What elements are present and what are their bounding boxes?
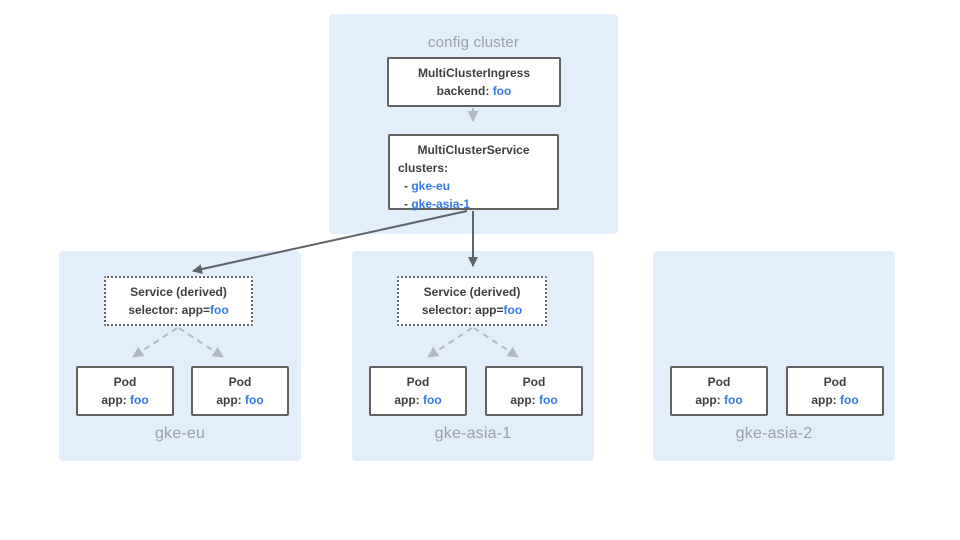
gke-eu-label: gke-eu: [154, 425, 206, 442]
gke-asia-2-pod-1: Pod app: foo: [670, 366, 768, 416]
gke-asia-1-pod-2: Pod app: foo: [485, 366, 583, 416]
cluster-entry: - gke-asia-1: [398, 195, 549, 213]
pod-app-line: app: foo: [510, 391, 557, 409]
app-label: app:: [695, 393, 721, 407]
gke-asia-1-pod-1: Pod app: foo: [369, 366, 467, 416]
selector-label: selector: app=: [128, 303, 211, 317]
pod-app-line: app: foo: [394, 391, 441, 409]
derived-service-title: Service (derived): [130, 285, 227, 299]
app-label: app:: [510, 393, 536, 407]
multiclusterservice-title: MultiClusterService: [417, 143, 530, 157]
gke-asia-1-label: gke-asia-1: [434, 425, 512, 442]
gke-eu-pod-1: Pod app: foo: [76, 366, 174, 416]
pod-title: Pod: [823, 375, 847, 389]
app-label: app:: [394, 393, 420, 407]
gke-asia-1-derived-service-node: Service (derived) selector: app=foo: [397, 276, 547, 326]
app-label: app:: [216, 393, 242, 407]
selector-value: foo: [210, 303, 229, 317]
gke-asia-2-pod-2: Pod app: foo: [786, 366, 884, 416]
app-label: app:: [101, 393, 127, 407]
app-value: foo: [245, 393, 264, 407]
pod-title: Pod: [406, 375, 430, 389]
multiclusteringress-backend-line: backend: foo: [437, 82, 512, 100]
pod-title: Pod: [707, 375, 731, 389]
derived-service-title: Service (derived): [423, 285, 521, 299]
entry-name: gke-asia-1: [411, 197, 471, 211]
selector-label: selector: app=: [421, 303, 504, 317]
app-value: foo: [423, 393, 442, 407]
gke-eu-pod-2: Pod app: foo: [191, 366, 289, 416]
config-cluster-panel: config cluster MultiClusterIngress backe…: [329, 14, 618, 234]
pod-title: Pod: [113, 375, 137, 389]
gke-asia-2-label: gke-asia-2: [735, 425, 813, 442]
gke-asia-1-panel: Service (derived) selector: app=foo Pod …: [352, 251, 594, 461]
selector-value: foo: [503, 303, 523, 317]
app-label: app:: [811, 393, 837, 407]
config-cluster-label: config cluster: [427, 34, 520, 51]
pod-app-line: app: foo: [216, 391, 263, 409]
multiclusteringress-title: MultiClusterIngress: [417, 66, 531, 80]
entry-name: gke-eu: [411, 179, 451, 193]
pod-title: Pod: [228, 375, 252, 389]
app-value: foo: [840, 393, 859, 407]
pod-app-line: app: foo: [695, 391, 742, 409]
entry-bullet: -: [404, 197, 408, 211]
app-value: foo: [724, 393, 743, 407]
gke-asia-2-panel: Pod app: foo Pod app: foo gke-asia-2: [653, 251, 895, 461]
backend-label: backend:: [436, 84, 490, 98]
multiclusteringress-node: MultiClusterIngress backend: foo: [387, 57, 561, 107]
pod-app-line: app: foo: [811, 391, 858, 409]
derived-service-selector-line: selector: app=foo: [128, 301, 228, 319]
gke-eu-derived-service-node: Service (derived) selector: app=foo: [104, 276, 253, 326]
multiclusterservice-node: MultiClusterService clusters: - gke-eu -…: [388, 134, 559, 213]
gke-eu-panel: Service (derived) selector: app=foo Pod …: [59, 251, 301, 461]
pod-title: Pod: [522, 375, 546, 389]
app-value: foo: [130, 393, 149, 407]
clusters-label: clusters:: [398, 161, 449, 175]
entry-bullet: -: [404, 179, 408, 193]
cluster-entry: - gke-eu: [398, 177, 549, 195]
app-value: foo: [539, 393, 558, 407]
derived-service-selector-line: selector: app=foo: [422, 301, 522, 319]
pod-app-line: app: foo: [101, 391, 148, 409]
backend-value: foo: [492, 84, 512, 98]
